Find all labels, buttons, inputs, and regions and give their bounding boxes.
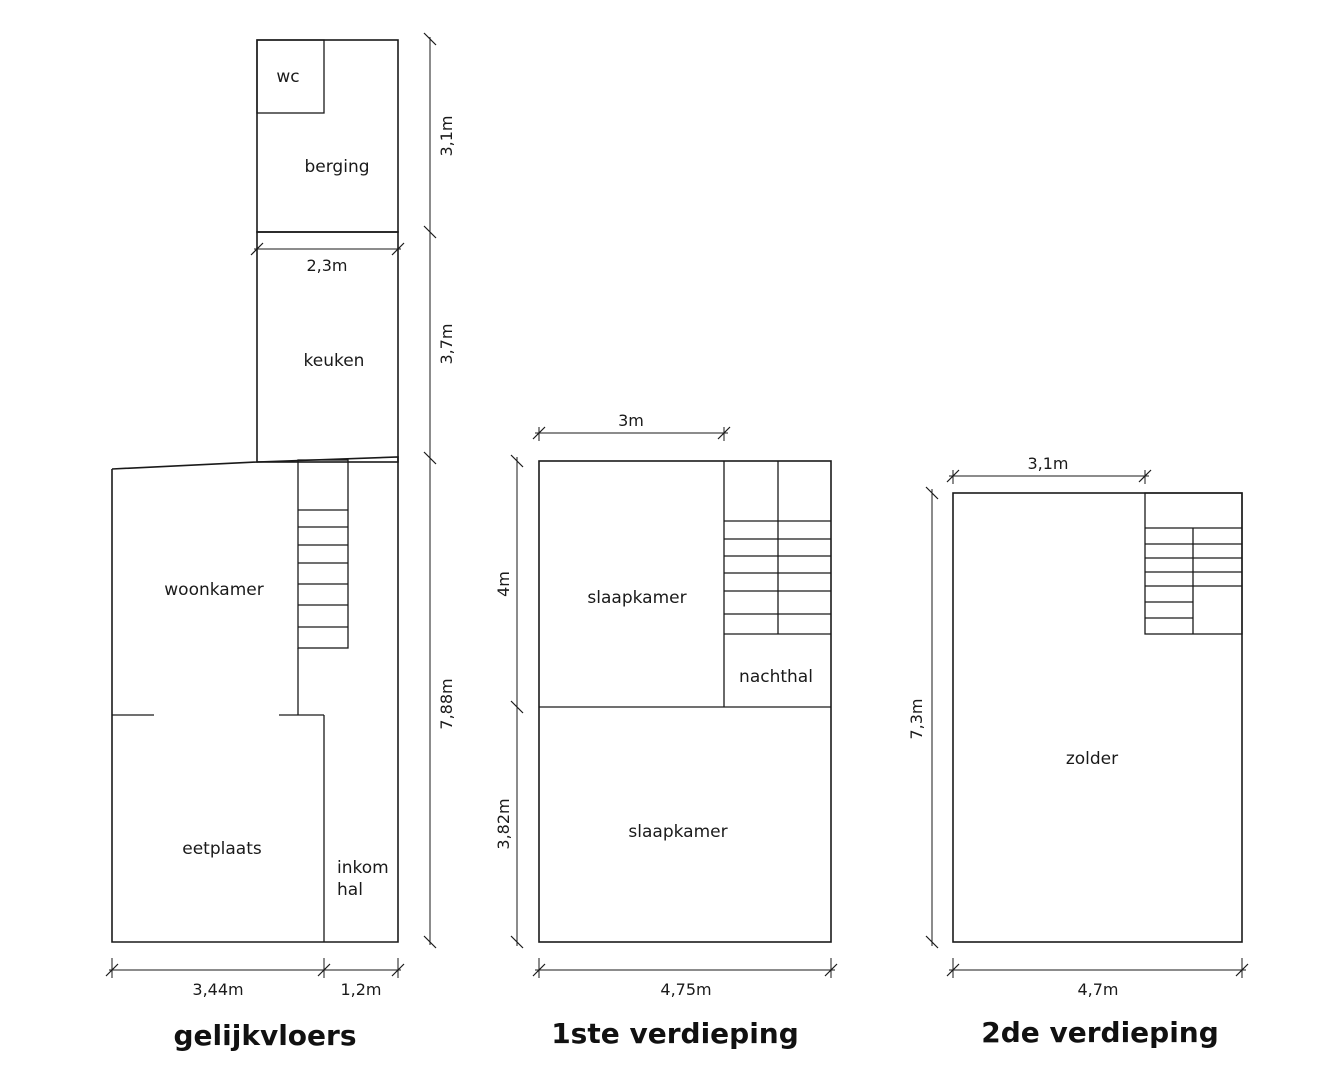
floor-caption-second: 2de verdieping — [981, 1016, 1219, 1049]
room-label-hal: hal — [337, 880, 363, 900]
keuken-outline — [256, 231, 399, 463]
second-floor-outline — [952, 492, 1243, 943]
room-label-wc: wc — [276, 67, 299, 87]
room-label-inkom: inkom — [337, 858, 389, 878]
ground-stair-treads — [298, 509, 348, 628]
dim-first-total-width: 4,75m — [660, 980, 711, 999]
second-left-dimension-line — [925, 486, 939, 949]
dim-first-lower-height: 3,82m — [494, 798, 513, 849]
dim-second-total-width: 4,7m — [1077, 980, 1118, 999]
dim-second-total-height: 7,3m — [907, 698, 926, 739]
dim-eetplaats-width: 3,44m — [192, 980, 243, 999]
dim-berging-height: 3,1m — [437, 115, 456, 156]
ground-floor-plan: wc berging keuken woonkamer eetplaats in… — [105, 32, 456, 1052]
room-label-woonkamer: woonkamer — [164, 580, 263, 600]
first-stair-treads — [724, 520, 831, 635]
room-label-slaapkamer-front: slaapkamer — [587, 588, 686, 608]
wc-outline — [256, 39, 325, 114]
dim-main-height: 7,88m — [437, 678, 456, 729]
dim-inkom-width: 1,2m — [340, 980, 381, 999]
room-label-zolder: zolder — [1066, 749, 1118, 769]
first-floor-outline — [538, 460, 832, 943]
dim-keuken-width: 2,3m — [306, 256, 347, 275]
dim-keuken-height: 3,7m — [437, 323, 456, 364]
dim-second-top-width: 3,1m — [1027, 454, 1068, 473]
ground-stair-outline — [297, 459, 349, 649]
room-label-berging: berging — [304, 157, 369, 177]
dim-first-top-width: 3m — [618, 411, 644, 430]
room-label-nachthal: nachthal — [739, 667, 813, 687]
second-floor-plan: zolder 3,1m 7,3m 4,7m 2de verdieping — [907, 454, 1249, 1049]
ground-bottom-dimension-line — [105, 958, 405, 978]
ground-keuken-width-dimension — [250, 242, 405, 256]
ground-right-dimension-line — [423, 32, 437, 949]
first-top-dimension-line — [532, 426, 731, 441]
dim-first-upper-height: 4m — [494, 571, 513, 597]
room-label-slaapkamer-back: slaapkamer — [628, 822, 727, 842]
second-stair-treads — [1145, 527, 1242, 619]
first-floor-plan: slaapkamer nachthal slaapkamer 3m 4m 3,8… — [494, 411, 838, 1050]
second-bottom-dimension-line — [946, 958, 1249, 978]
main-block-outline — [111, 456, 399, 943]
room-label-keuken: keuken — [304, 351, 365, 371]
room-label-eetplaats: eetplaats — [182, 839, 262, 859]
floor-caption-ground: gelijkvloers — [174, 1019, 357, 1052]
first-left-dimension-line — [510, 454, 524, 949]
first-bottom-dimension-line — [532, 958, 838, 978]
floor-caption-first: 1ste verdieping — [551, 1017, 799, 1050]
second-top-dimension-line — [946, 469, 1152, 484]
